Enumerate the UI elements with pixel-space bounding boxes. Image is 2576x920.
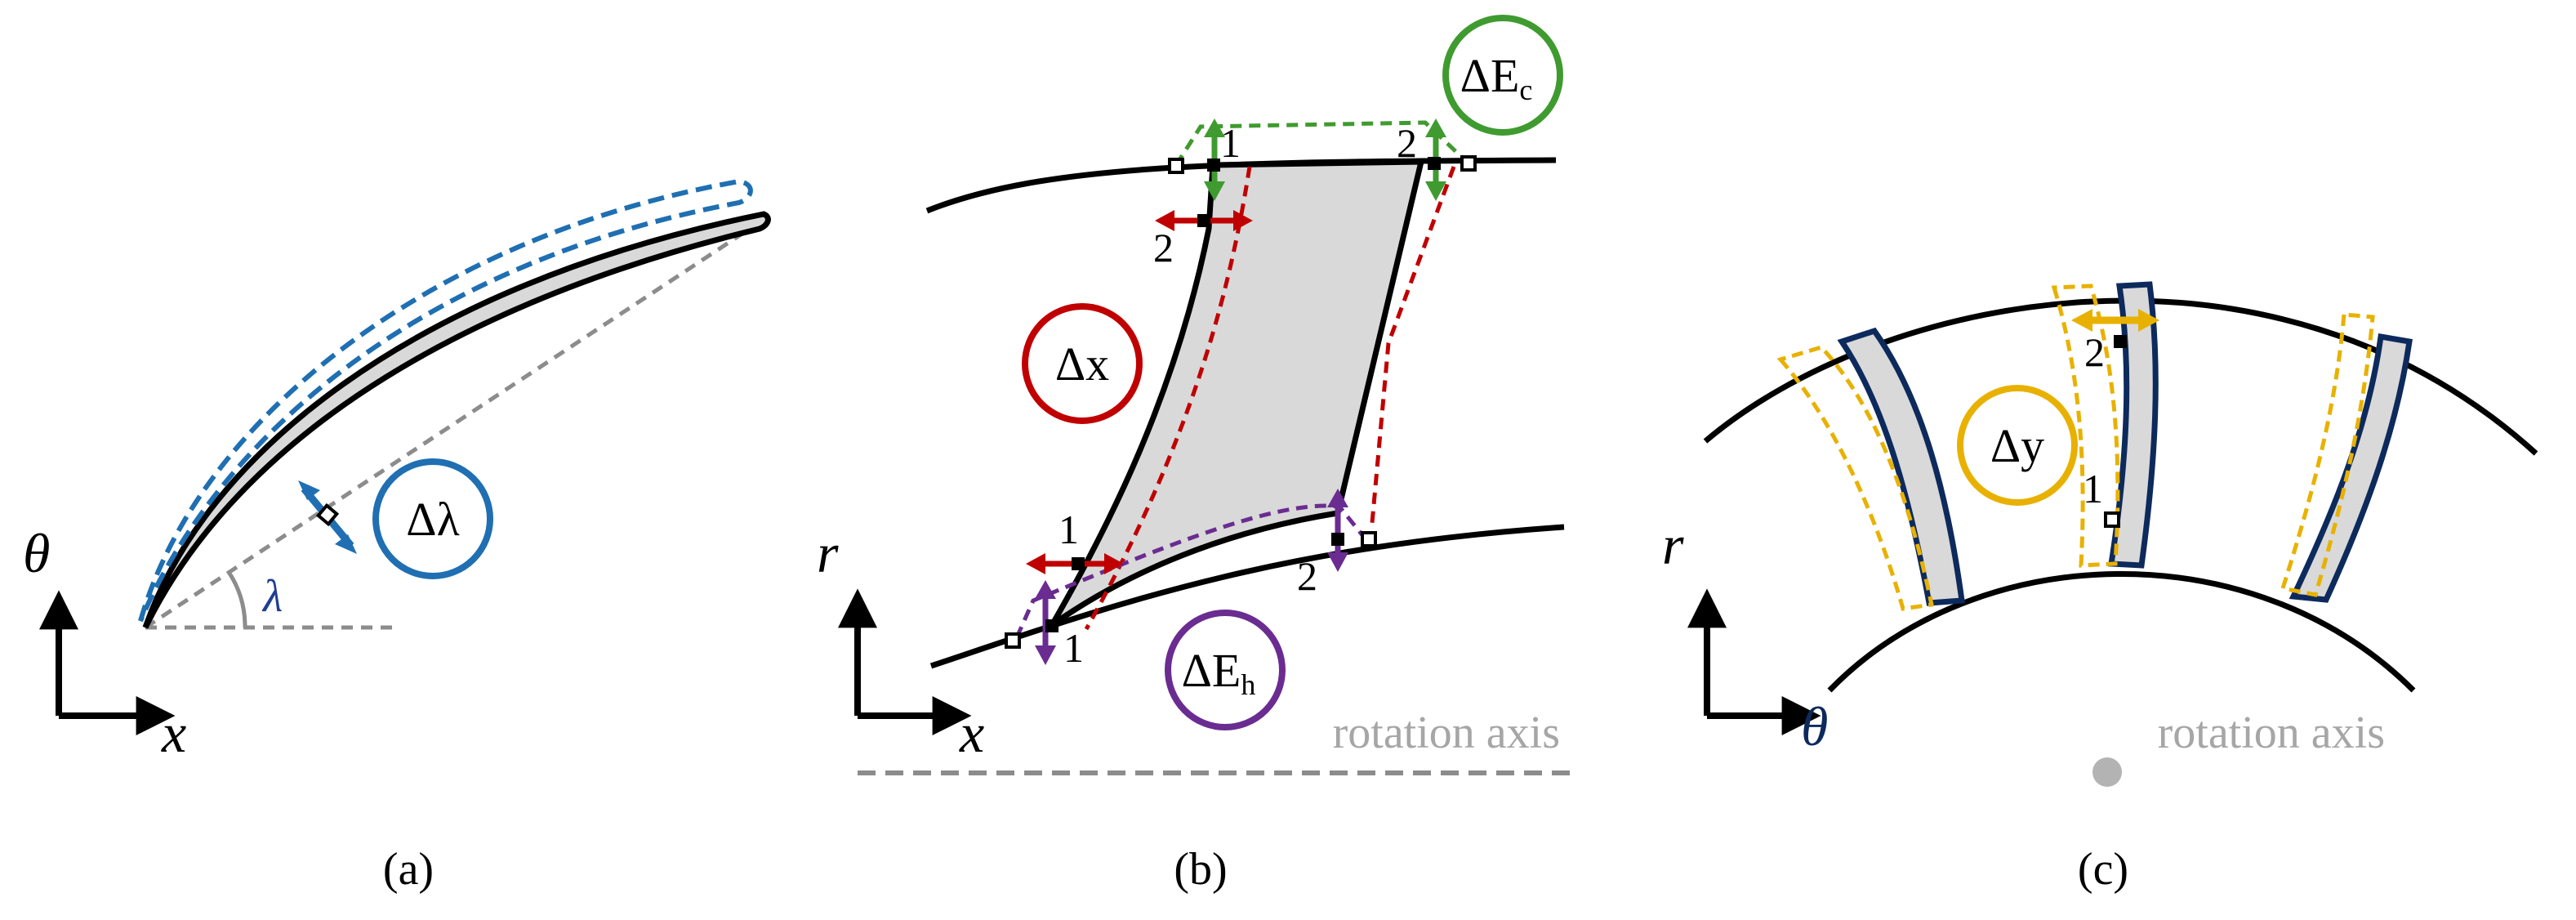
- pt-bot-2: 2: [1297, 553, 1317, 599]
- eh-arrow-2-head-up: [1327, 489, 1348, 507]
- pt-mid-2: 2: [1153, 225, 1174, 270]
- param-ec-text: ΔEc: [1460, 49, 1533, 106]
- axis-r-label: r: [817, 522, 839, 584]
- perturbed-leading-edge: [1084, 166, 1252, 631]
- blade-c-left: [1837, 327, 1965, 606]
- rotation-axis-label-b: rotation axis: [1333, 708, 1560, 758]
- eh-arrow-1-head-down: [1035, 645, 1056, 665]
- ec-handle-3: [1428, 157, 1441, 170]
- eh-handle-3: [1331, 533, 1344, 546]
- x-arrow-bottom-head-l: [1026, 553, 1045, 574]
- panel-b: 1 2 2 1 1 2 Δx ΔEc ΔEh r x rotation axis…: [817, 15, 1576, 895]
- outer-arc: [1703, 297, 2538, 456]
- ec-arrow-1-head-down: [1204, 181, 1225, 201]
- angle-arc: [226, 570, 247, 628]
- caption-a: (a): [383, 844, 434, 895]
- blade-shape: [142, 211, 771, 629]
- rotation-axis-label-c: rotation axis: [2158, 708, 2385, 758]
- x-arrow-bottom-head-r: [1104, 553, 1124, 574]
- param-eh-text: ΔEh: [1182, 644, 1256, 701]
- eh-handle-1: [1005, 632, 1021, 649]
- caption-c: (c): [2078, 844, 2128, 895]
- pt-bot-1: 1: [1063, 625, 1084, 671]
- param-ec-circle: [1442, 15, 1563, 136]
- hub-curve: [929, 524, 1565, 669]
- eh-perturbation: [1014, 503, 1367, 639]
- caption-b: (b): [1174, 844, 1227, 895]
- pt-top-2: 2: [1397, 120, 1417, 166]
- axis-x-label: x: [161, 702, 186, 764]
- param-lambda-circle: [372, 458, 493, 579]
- eh-handle-2: [1045, 619, 1058, 632]
- pt-c-2: 2: [2084, 329, 2105, 375]
- ec-handle-1: [1168, 158, 1184, 174]
- axis-r-c-label: r: [1662, 514, 1684, 576]
- param-x-text: Δx: [1055, 337, 1109, 391]
- eh-arrow-1-head-up: [1035, 580, 1056, 599]
- blade-c-right: [2289, 333, 2413, 603]
- panel-c: 2 1 Δy r θ rotation axis (c): [1662, 281, 2538, 895]
- axis-theta-c-label: θ: [1801, 695, 1828, 757]
- pt-c-1: 1: [2083, 466, 2103, 511]
- y-handle-top: [2114, 335, 2127, 348]
- x-arrow-top-head-l: [1155, 210, 1174, 231]
- pt-top-1: 1: [1220, 120, 1241, 166]
- angle-lambda-label: λ: [261, 571, 283, 622]
- y-arrow-head-r: [2138, 309, 2159, 332]
- ec-handle-4: [1460, 155, 1477, 172]
- rotation-axis-point: [2092, 757, 2122, 787]
- eh-arrow-2-head-down: [1327, 552, 1348, 572]
- param-x-circle: [1022, 303, 1143, 424]
- param-y-text: Δy: [1990, 419, 2044, 472]
- x-arrow-top-head-r: [1233, 210, 1253, 231]
- x-handle-bottom: [1072, 557, 1085, 570]
- ec-perturbation: [1174, 120, 1470, 167]
- blade-c-left-perturbed: [1776, 345, 1934, 611]
- param-y-circle: [1957, 385, 2078, 506]
- panel-a: Δλ λ θ x (a): [23, 178, 771, 895]
- perturbed-trailing-edge: [1370, 166, 1456, 524]
- lambda-arrow-head-2: [335, 534, 357, 554]
- ec-handle-2: [1207, 159, 1220, 172]
- inner-arc: [1827, 571, 2416, 693]
- param-eh-circle: [1165, 610, 1286, 730]
- lambda-arrow-head-1: [298, 480, 320, 500]
- y-handle-bottom: [2104, 511, 2120, 528]
- ec-arrow-2-head-up: [1425, 118, 1446, 137]
- perturbed-blade: [138, 178, 753, 623]
- blade-c-right-perturbed: [2280, 312, 2375, 597]
- axis-theta-label: θ: [23, 522, 50, 584]
- axis-x-b-label: x: [959, 702, 984, 764]
- blade-c-mid: [2107, 281, 2159, 569]
- pt-low-1: 1: [1058, 507, 1079, 552]
- chord-line: [144, 220, 761, 630]
- lambda-handle: [315, 502, 340, 527]
- param-lambda-text: Δλ: [406, 493, 459, 546]
- blade-c-mid-perturbed: [2051, 284, 2120, 568]
- ec-arrow-2-head-down: [1425, 181, 1446, 201]
- y-arrow-head-l: [2071, 309, 2092, 332]
- x-handle-top: [1197, 214, 1210, 227]
- eh-handle-4: [1361, 531, 1377, 547]
- ec-arrow-1-head-up: [1204, 118, 1225, 137]
